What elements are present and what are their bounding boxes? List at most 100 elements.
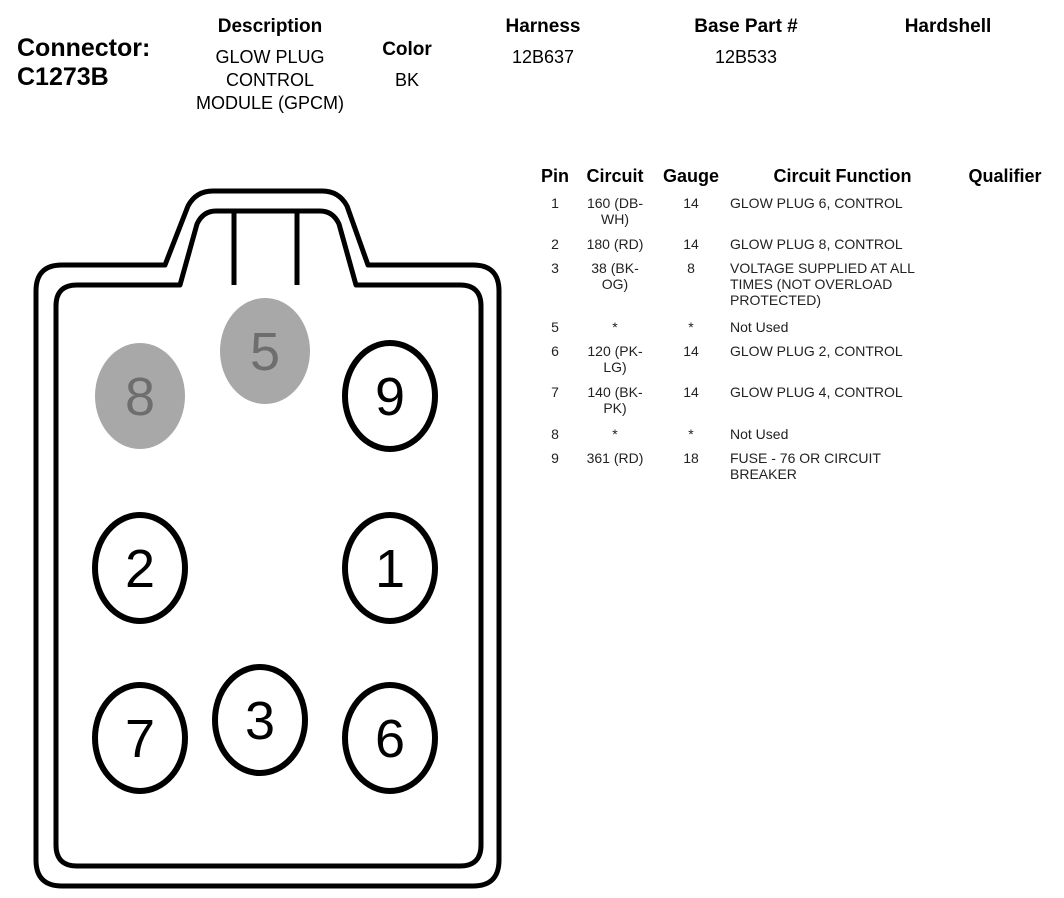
pin-cavity <box>212 664 308 776</box>
function-line: GLOW PLUG 4, CONTROL <box>730 384 903 400</box>
pin-number-label: 7 <box>125 709 155 769</box>
circuit-cell: 38 (BK- OG) <box>580 260 650 292</box>
pin-cell: 2 <box>551 236 559 252</box>
function-cell: GLOW PLUG 4, CONTROL <box>730 384 955 400</box>
connector-title: Connector: C1273B <box>17 34 150 92</box>
pin-cavity <box>342 682 438 794</box>
pin-cell: 1 <box>551 195 559 211</box>
gauge-cell: * <box>688 319 694 335</box>
pin-cell: 3 <box>551 260 559 276</box>
function-line: Not Used <box>730 319 789 335</box>
housing-inner-outline <box>53 208 484 869</box>
harness-value: 12B637 <box>511 47 575 67</box>
pin-cell: 7 <box>551 384 559 400</box>
gauge-cell: * <box>688 426 694 442</box>
gauge-cell: 14 <box>683 384 699 400</box>
circuit-line: 120 (PK- <box>587 343 643 359</box>
pin-cavities: 8 5 9 2 1 7 3 6 <box>92 298 438 794</box>
description-header: Description <box>217 16 323 37</box>
harness-header: Harness <box>505 16 581 37</box>
function-line: GLOW PLUG 2, CONTROL <box>730 343 903 359</box>
base-part-header: Base Part # <box>694 16 798 37</box>
pin-cavity <box>92 682 188 794</box>
circuit-line: 38 (BK- <box>591 260 639 276</box>
circuit-cell: 140 (BK- PK) <box>580 384 650 416</box>
function-line: VOLTAGE SUPPLIED AT ALL <box>730 260 915 276</box>
base-part-value: 12B533 <box>714 47 778 67</box>
function-cell: GLOW PLUG 2, CONTROL <box>730 343 955 359</box>
color-value: BK <box>394 70 419 90</box>
connector-housing <box>33 188 502 889</box>
pin-number-label: 5 <box>250 322 280 382</box>
gauge-cell: 14 <box>683 195 699 211</box>
pin-number-label: 9 <box>375 367 405 427</box>
pin-number-label: 2 <box>125 539 155 599</box>
circuit-line: OG) <box>601 276 629 292</box>
description-line: GLOW PLUG <box>215 47 325 67</box>
pin-cavity <box>92 512 188 624</box>
pin-cell: 5 <box>551 319 559 335</box>
col-header-circuit: Circuit <box>586 166 644 186</box>
function-line: Not Used <box>730 426 789 442</box>
pin-number-label: 3 <box>245 691 275 751</box>
pin-cavity <box>342 340 438 452</box>
circuit-cell: 120 (PK- LG) <box>580 343 650 375</box>
pin-8: 8 <box>95 343 185 449</box>
circuit-line: PK) <box>603 400 627 416</box>
circuit-line: 180 (RD) <box>586 236 644 252</box>
function-cell: GLOW PLUG 6, CONTROL <box>730 195 955 211</box>
circuit-line: * <box>612 319 618 335</box>
pin-7: 7 <box>92 682 188 794</box>
circuit-line: 140 (BK- <box>587 384 643 400</box>
col-header-qualifier: Qualifier <box>968 166 1042 186</box>
connector-label: Connector: <box>17 34 151 62</box>
function-cell: Not Used <box>730 319 955 335</box>
color-header: Color <box>382 39 432 60</box>
circuit-line: LG) <box>603 359 627 375</box>
circuit-cell: 361 (RD) <box>580 450 650 466</box>
function-line: BREAKER <box>730 466 797 482</box>
pin-cavity <box>220 298 310 404</box>
housing-outer-outline <box>33 188 502 889</box>
pin-1: 1 <box>342 512 438 624</box>
circuit-cell: * <box>580 426 650 442</box>
pin-cell: 6 <box>551 343 559 359</box>
function-line: PROTECTED) <box>730 292 821 308</box>
circuit-cell: * <box>580 319 650 335</box>
function-line: GLOW PLUG 8, CONTROL <box>730 236 903 252</box>
circuit-cell: 180 (RD) <box>580 236 650 252</box>
col-header-gauge: Gauge <box>662 166 719 186</box>
pin-number-label: 8 <box>125 367 155 427</box>
function-line: TIMES (NOT OVERLOAD <box>730 276 893 292</box>
function-cell: VOLTAGE SUPPLIED AT ALL TIMES (NOT OVERL… <box>730 260 955 308</box>
circuit-line: 361 (RD) <box>586 450 644 466</box>
function-cell: Not Used <box>730 426 955 442</box>
pin-3: 3 <box>212 664 308 776</box>
pin-cavity <box>342 512 438 624</box>
pin-2: 2 <box>92 512 188 624</box>
circuit-line: * <box>612 426 618 442</box>
circuit-line: WH) <box>601 211 629 227</box>
function-line: FUSE - 76 OR CIRCUIT <box>730 450 881 466</box>
pin-number-label: 6 <box>375 709 405 769</box>
gauge-cell: 14 <box>683 343 699 359</box>
connector-id: C1273B <box>17 63 109 91</box>
col-header-pin: Pin <box>540 166 569 186</box>
function-cell: GLOW PLUG 8, CONTROL <box>730 236 955 252</box>
pin-9: 9 <box>342 340 438 452</box>
pin-6: 6 <box>342 682 438 794</box>
pin-number-label: 1 <box>375 539 405 599</box>
description-line: MODULE (GPCM) <box>196 93 344 113</box>
circuit-cell: 160 (DB- WH) <box>580 195 650 227</box>
function-line: GLOW PLUG 6, CONTROL <box>730 195 903 211</box>
description-line: CONTROL <box>225 70 314 90</box>
pin-cell: 9 <box>551 450 559 466</box>
pin-cell: 8 <box>551 426 559 442</box>
circuit-line: 160 (DB- <box>586 195 644 211</box>
pin-cavity <box>95 343 185 449</box>
gauge-cell: 14 <box>683 236 699 252</box>
function-cell: FUSE - 76 OR CIRCUIT BREAKER <box>730 450 955 482</box>
gauge-cell: 18 <box>683 450 699 466</box>
